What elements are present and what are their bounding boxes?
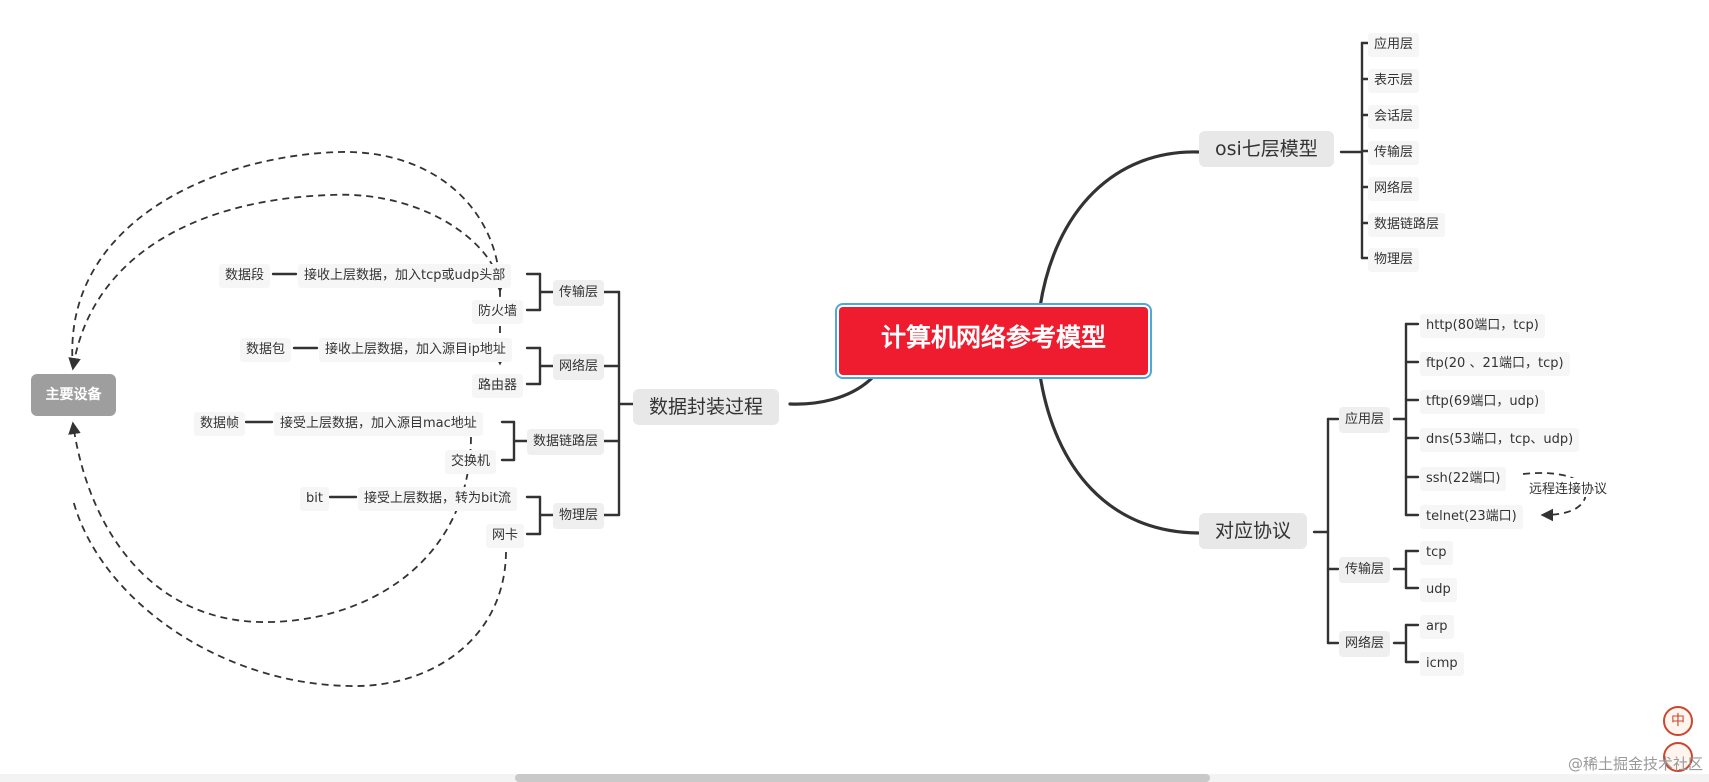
osi-layer-network[interactable]: 网络层 (1368, 177, 1420, 201)
protocol-http[interactable]: http(80端口，tcp) (1420, 314, 1545, 338)
encap-layer-physical[interactable]: 物理层 (553, 503, 605, 529)
protocol-group-network[interactable]: 网络层 (1339, 631, 1391, 657)
osi-layer-physical[interactable]: 物理层 (1368, 248, 1420, 272)
osi-layer-presentation[interactable]: 表示层 (1368, 69, 1420, 93)
physical-device-nic[interactable]: 网卡 (486, 524, 525, 548)
network-device-router[interactable]: 路由器 (472, 374, 524, 398)
main-branches (788, 150, 1200, 535)
protocol-arp[interactable]: arp (1420, 615, 1454, 639)
protocol-udp[interactable]: udp (1420, 578, 1457, 602)
encap-layer-datalink[interactable]: 数据链路层 (527, 429, 605, 455)
datalink-device-switch[interactable]: 交换机 (445, 450, 497, 474)
encap-layer-network[interactable]: 网络层 (553, 354, 605, 380)
root-topic[interactable]: 计算机网络参考模型 (839, 307, 1148, 375)
protocol-tcp[interactable]: tcp (1420, 541, 1453, 565)
network-unit[interactable]: 数据包 (240, 338, 292, 362)
physical-desc[interactable]: 接受上层数据，转为bit流 (358, 487, 517, 511)
sub-connectors (244, 41, 1420, 664)
encap-layer-transport[interactable]: 传输层 (553, 280, 605, 306)
protocol-ftp[interactable]: ftp(20 、21端口，tcp) (1420, 352, 1570, 376)
transport-device-firewall[interactable]: 防火墙 (472, 300, 524, 324)
protocol-group-transport[interactable]: 传输层 (1339, 557, 1391, 583)
transport-desc[interactable]: 接收上层数据，加入tcp或udp头部 (298, 264, 512, 288)
seal-stamp-icon: 中 (1663, 706, 1693, 736)
protocol-dns[interactable]: dns(53端口，tcp、udp) (1420, 428, 1580, 452)
protocol-telnet[interactable]: telnet(23端口) (1420, 505, 1523, 529)
protocols-topic[interactable]: 对应协议 (1199, 513, 1308, 549)
remote-connection-note[interactable]: 远程连接协议 (1529, 478, 1608, 497)
network-desc[interactable]: 接收上层数据，加入源目ip地址 (319, 338, 512, 362)
transport-unit[interactable]: 数据段 (219, 264, 271, 288)
osi-layer-transport[interactable]: 传输层 (1368, 141, 1420, 165)
protocol-group-application[interactable]: 应用层 (1339, 407, 1391, 433)
main-devices-topic[interactable]: 主要设备 (31, 374, 116, 416)
physical-unit[interactable]: bit (300, 487, 329, 511)
protocol-ssh[interactable]: ssh(22端口) (1420, 467, 1507, 491)
dashed-arrows (68, 151, 1587, 687)
encapsulation-topic[interactable]: 数据封装过程 (633, 389, 780, 425)
osi-model-topic[interactable]: osi七层模型 (1199, 131, 1334, 167)
datalink-unit[interactable]: 数据帧 (194, 412, 246, 436)
datalink-desc[interactable]: 接受上层数据，加入源目mac地址 (274, 412, 483, 436)
horizontal-scrollbar[interactable] (0, 774, 1709, 782)
watermark: @稀土掘金技术社区 (1567, 755, 1703, 773)
osi-layer-datalink[interactable]: 数据链路层 (1368, 213, 1446, 237)
seal-stamp-icon-2 (1663, 742, 1693, 772)
protocol-icmp[interactable]: icmp (1420, 652, 1464, 676)
protocol-tftp[interactable]: tftp(69端口，udp) (1420, 390, 1546, 414)
osi-layer-session[interactable]: 会话层 (1368, 105, 1420, 129)
osi-layer-application[interactable]: 应用层 (1368, 33, 1420, 57)
scrollbar-thumb[interactable] (515, 774, 1210, 782)
